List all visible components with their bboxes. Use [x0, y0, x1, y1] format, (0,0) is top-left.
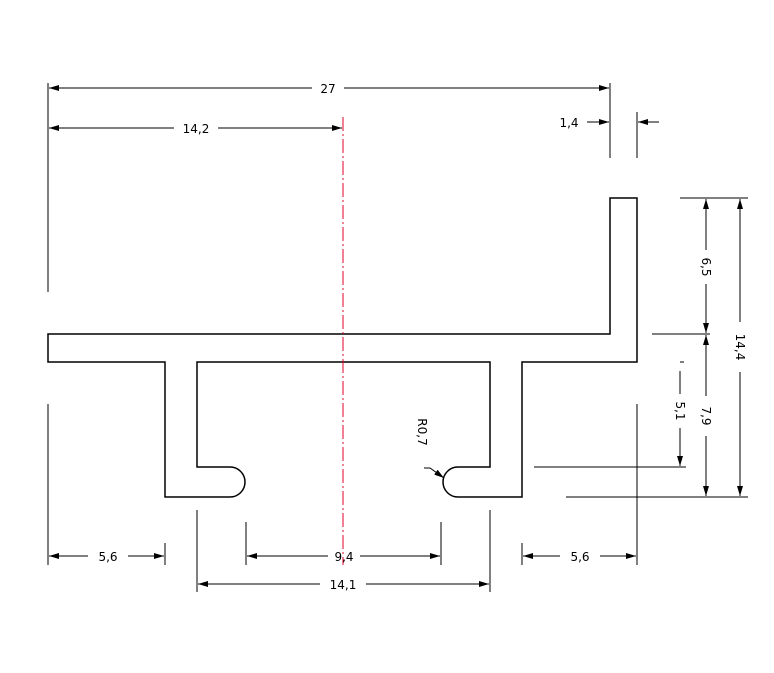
dim-hook-height: 5,1 [673, 401, 687, 420]
profile-outline [47, 197, 638, 498]
dim-inner-width: 14,1 [330, 578, 357, 592]
dim-inner-gap: 9,4 [334, 550, 353, 564]
dim-right-offset: 5,6 [570, 550, 589, 564]
dim-half-width: 14,2 [183, 122, 210, 136]
dim-lip-thickness: 1,4 [559, 116, 578, 130]
dim-total-height: 14,4 [733, 334, 747, 361]
extension-lines [47, 83, 748, 592]
dim-total-width: 27 [320, 82, 335, 96]
dim-upper-height: 6,5 [699, 257, 713, 276]
dimension-lines [49, 85, 743, 587]
dim-left-offset: 5,6 [98, 550, 117, 564]
dim-fillet-radius: R0,7 [415, 418, 429, 445]
dim-lower-height: 7,9 [699, 406, 713, 425]
